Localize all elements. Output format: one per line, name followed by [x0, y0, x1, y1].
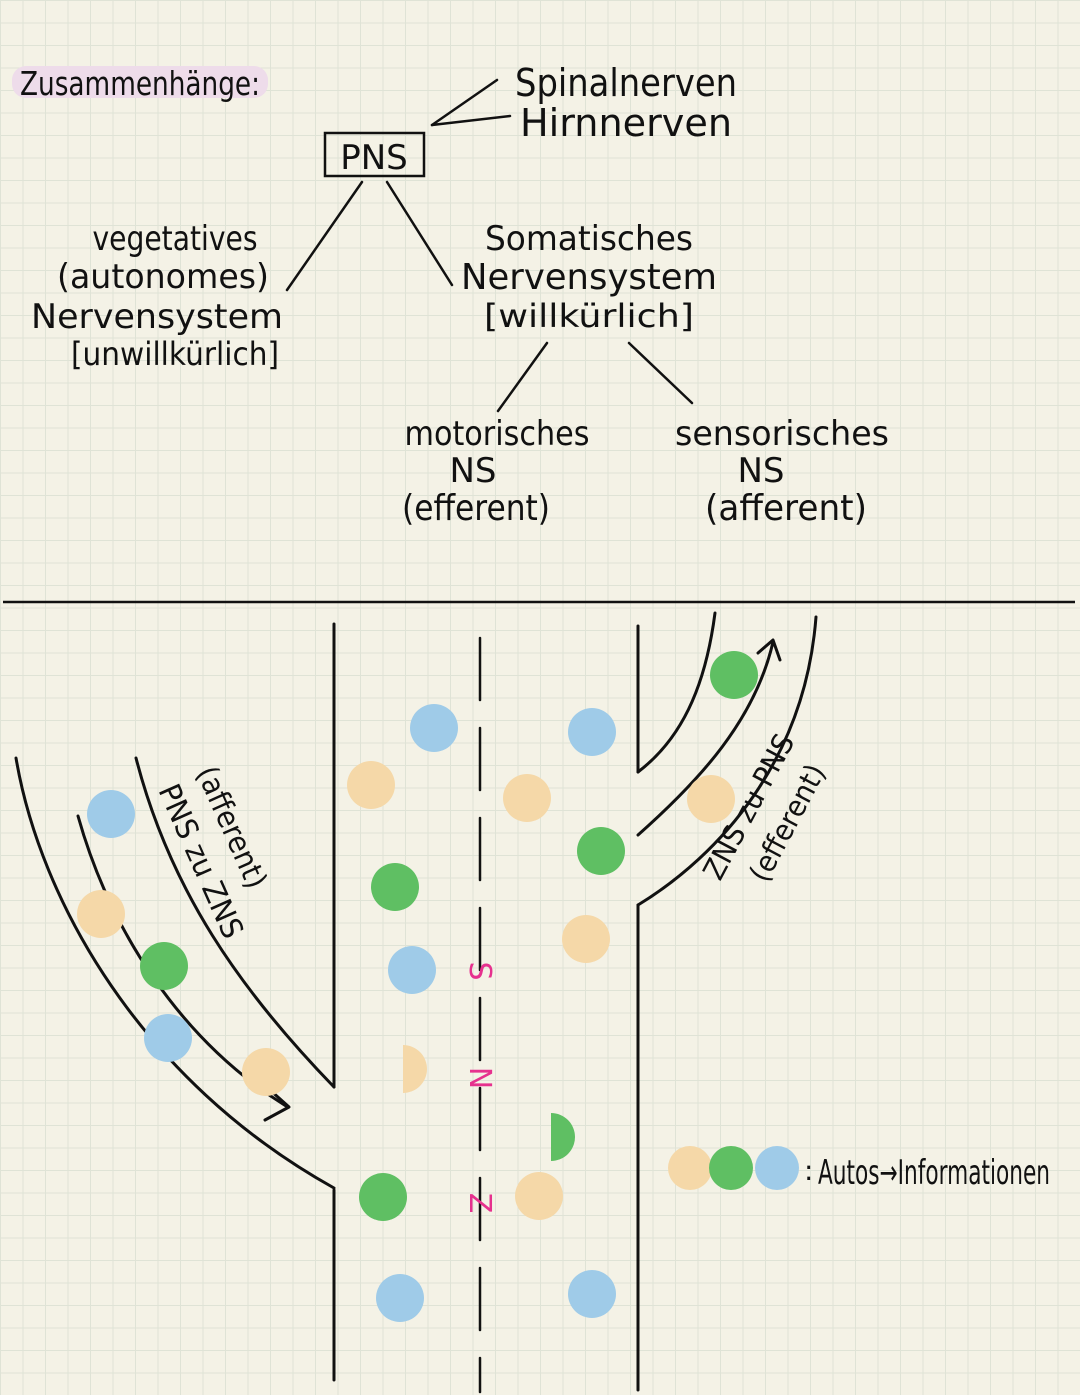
right-branch-lower-edge [636, 615, 818, 907]
car-blue [410, 704, 458, 752]
line-pns-hirn [430, 114, 512, 127]
zns-center-label: Z N S [462, 961, 497, 1213]
zns-letter-s: S [462, 961, 497, 980]
cars-right-branch [687, 651, 758, 823]
sensory-line-1: sensorisches [675, 414, 889, 454]
car-orange-half [403, 1045, 427, 1093]
legend-dot-orange [668, 1146, 712, 1190]
right-branch-lane-arrow [636, 640, 775, 837]
vegetative-node: vegetatives (autonomes) Nervensystem [un… [31, 219, 283, 373]
road-illustration: Z N S (afferent) PNS zu ZNS ZNS zu PNS (… [14, 611, 832, 1394]
car-orange [347, 761, 395, 809]
motor-line-3: (efferent) [402, 488, 550, 529]
motor-line-2: NS [449, 451, 496, 491]
car-blue [376, 1274, 424, 1322]
heading: Zusammenhänge: [20, 64, 260, 103]
car-green [710, 651, 758, 699]
car-blue [568, 1270, 616, 1318]
cars-left-branch [77, 790, 290, 1096]
left-branch-arrowhead [263, 1088, 291, 1122]
somatic-line-2: Nervensystem [461, 257, 717, 298]
pns-label: PNS [340, 138, 408, 178]
right-branch-arrowhead [756, 638, 782, 662]
vegetative-line-2: (autonomes) [57, 257, 269, 297]
heading-highlight [12, 66, 268, 98]
line-pns-spinal [430, 78, 499, 127]
legend-dot-blue [755, 1146, 799, 1190]
car-orange [687, 775, 735, 823]
car-orange [77, 890, 125, 938]
sensory-node: sensorisches NS (afferent) [675, 414, 889, 529]
car-blue [568, 708, 616, 756]
line-pns-somatic [385, 180, 454, 287]
car-green [371, 863, 419, 911]
line-somatic-motor [496, 341, 549, 413]
motor-node: motorisches NS (efferent) [402, 414, 590, 529]
spinalnerven-label: Spinalnerven [515, 61, 737, 105]
car-blue [144, 1014, 192, 1062]
car-green [359, 1173, 407, 1221]
vegetative-line-1: vegetatives [93, 219, 258, 259]
cars-main-road [347, 704, 625, 1322]
car-orange [515, 1172, 563, 1220]
right-branch-upper-edge [636, 611, 717, 774]
car-green [577, 827, 625, 875]
car-blue [388, 946, 436, 994]
left-branch-inner-edge [134, 756, 336, 1089]
sensory-line-2: NS [737, 451, 784, 491]
legend-separator: : [804, 1154, 813, 1187]
zns-letter-z: Z [462, 1193, 497, 1214]
motor-line-1: motorisches [405, 414, 590, 454]
left-branch-outer-edge [14, 756, 336, 1190]
pns-box [323, 131, 426, 178]
line-pns-vegetative [285, 180, 364, 292]
vegetative-line-4: [unwillkürlich] [71, 335, 279, 373]
somatic-node: Somatisches Nervensystem [willkürlich] [461, 219, 717, 335]
somatic-line-3: [willkürlich] [484, 297, 694, 335]
legend: : Autos→Informationen [668, 1146, 1050, 1193]
zns-letter-n: N [462, 1067, 497, 1089]
sensory-line-3: (afferent) [705, 488, 867, 529]
legend-dot-green [709, 1146, 753, 1190]
legend-text: Autos→Informationen [818, 1153, 1050, 1193]
car-blue [87, 790, 135, 838]
car-green [140, 942, 188, 990]
vegetative-line-3: Nervensystem [31, 297, 283, 337]
hirnnerven-label: Hirnnerven [520, 101, 732, 145]
car-orange [562, 915, 610, 963]
somatic-line-1: Somatisches [485, 219, 693, 259]
car-orange [503, 774, 551, 822]
car-green-half [551, 1113, 575, 1161]
line-somatic-sensory [627, 341, 694, 405]
car-orange [242, 1048, 290, 1096]
